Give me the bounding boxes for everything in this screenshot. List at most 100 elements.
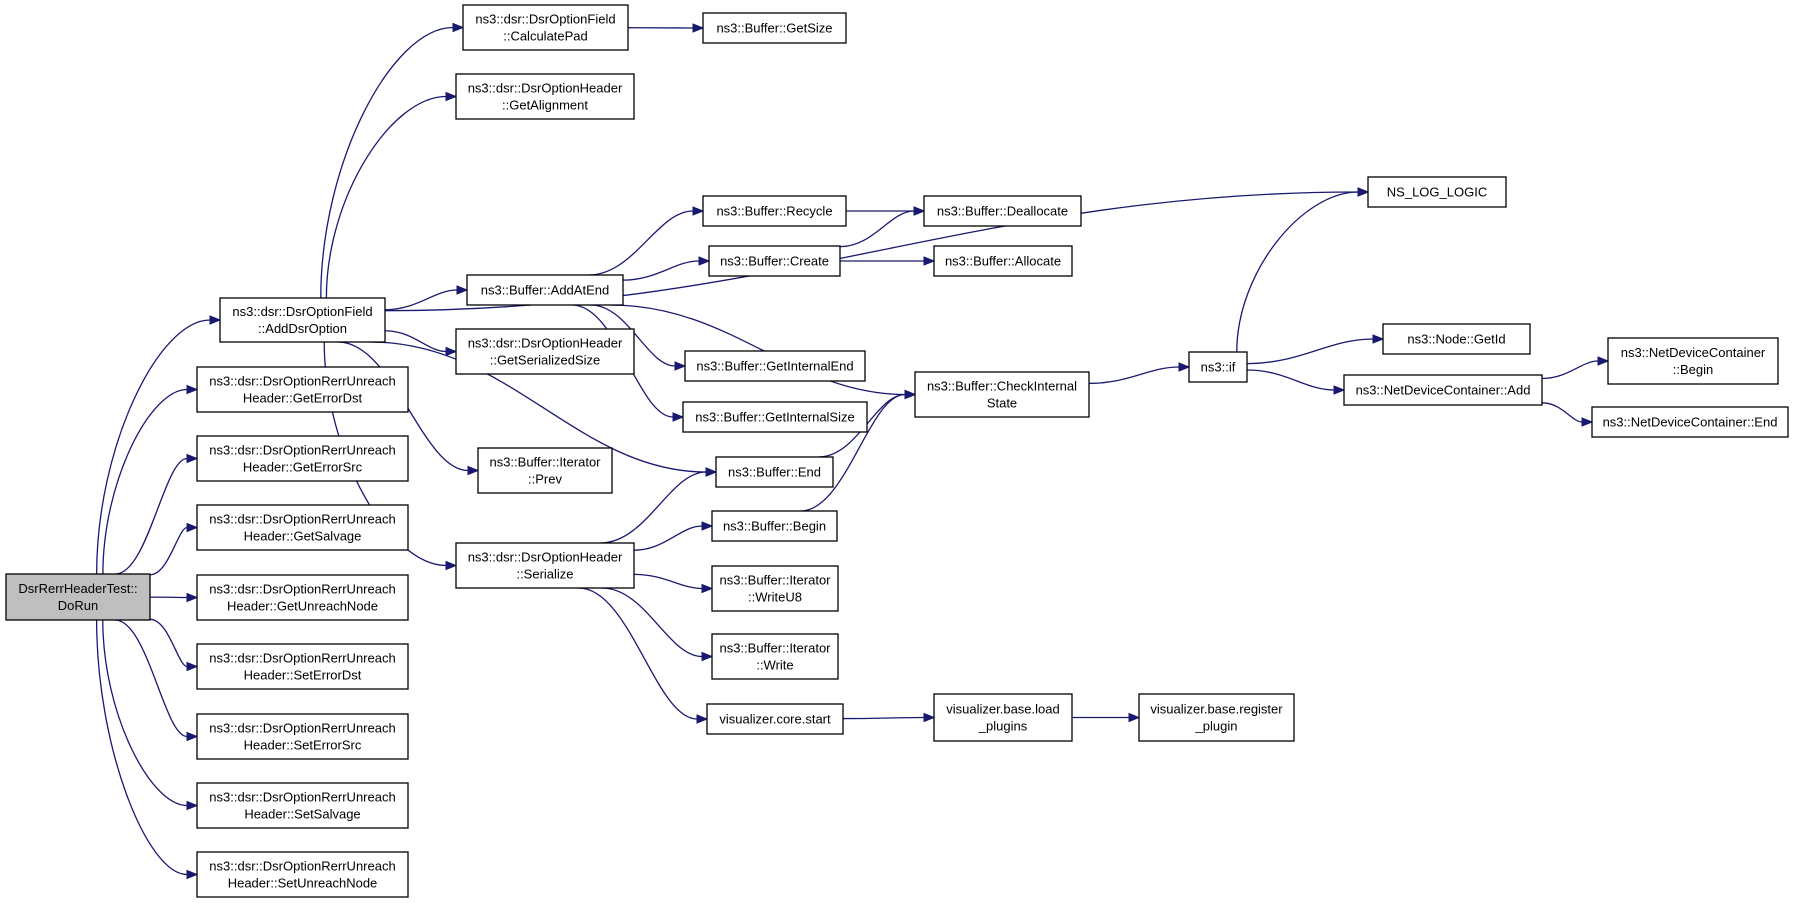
node-nodeGetId[interactable]: ns3::Node::GetId [1382, 323, 1531, 355]
arrowhead [186, 592, 199, 603]
node-box [455, 328, 635, 375]
node-iterWrite[interactable]: ns3::Buffer::Iterator::Write [711, 633, 839, 680]
arrowhead [904, 389, 917, 400]
node-getSerializedSize[interactable]: ns3::dsr::DsrOptionHeader::GetSerialized… [455, 328, 635, 375]
edge-serialize-to-bufBegin [633, 521, 714, 551]
node-label: ns3::dsr::DsrOptionField [475, 12, 615, 27]
edge-checkInternalState-to-nsIf [1088, 362, 1191, 385]
node-ndcAdd[interactable]: ns3::NetDeviceContainer::Add [1343, 374, 1543, 406]
node-getSize[interactable]: ns3::Buffer::GetSize [702, 12, 847, 44]
node-box [196, 504, 409, 551]
node-calculatePad[interactable]: ns3::dsr::DsrOptionField::CalculatePad [462, 4, 629, 51]
node-addDsrOption[interactable]: ns3::dsr::DsrOptionField::AddDsrOption [219, 297, 386, 343]
node-ndcEnd[interactable]: ns3::NetDeviceContainer::End [1591, 406, 1789, 438]
node-setErrorSrc[interactable]: ns3::dsr::DsrOptionRerrUnreachHeader::Se… [196, 713, 409, 760]
node-label: ::CalculatePad [503, 29, 588, 44]
edge-nsIf-to-nodeGetId [1246, 334, 1385, 365]
node-label: Header::GetErrorDst [243, 391, 363, 406]
node-ndcBegin[interactable]: ns3::NetDeviceContainer::Begin [1607, 337, 1779, 385]
node-nsIf[interactable]: ns3::if [1188, 351, 1248, 383]
arrowhead [692, 206, 705, 216]
node-box [1188, 351, 1248, 383]
arrowhead [186, 522, 199, 533]
edge-root-to-setSalvage [102, 619, 199, 811]
arrowhead [705, 467, 718, 477]
node-box [923, 195, 1082, 227]
node-label: ::GetAlignment [502, 98, 588, 113]
node-setErrorDst[interactable]: ns3::dsr::DsrOptionRerrUnreachHeader::Se… [196, 643, 409, 690]
edge-root-to-addDsrOption [95, 315, 222, 575]
node-label: ns3::Node::GetId [1407, 332, 1505, 347]
arrowhead [1128, 712, 1141, 723]
arrowhead [456, 285, 469, 295]
node-label: ns3::dsr::DsrOptionRerrUnreach [209, 859, 395, 874]
edge-create-to-allocate [840, 256, 936, 266]
node-getSalvage[interactable]: ns3::dsr::DsrOptionRerrUnreachHeader::Ge… [196, 504, 409, 551]
node-box [684, 350, 866, 382]
node-label: Header::GetErrorSrc [243, 460, 363, 475]
node-allocate[interactable]: ns3::Buffer::Allocate [933, 245, 1073, 277]
node-root[interactable]: DsrRerrHeaderTest::DoRun [5, 573, 151, 621]
node-create[interactable]: ns3::Buffer::Create [708, 245, 841, 277]
node-getInternalSize[interactable]: ns3::Buffer::GetInternalSize [682, 401, 868, 433]
node-getUnreachNode[interactable]: ns3::dsr::DsrOptionRerrUnreachHeader::Ge… [196, 574, 409, 621]
arrowhead [1333, 385, 1346, 395]
node-label: Header::SetErrorSrc [244, 738, 362, 753]
node-box [1607, 337, 1779, 385]
arrowhead [452, 22, 465, 33]
node-label: ns3::Buffer::Recycle [716, 204, 832, 219]
node-label: ns3::Buffer::Allocate [945, 254, 1061, 269]
node-label: NS_LOG_LOGIC [1387, 185, 1487, 200]
node-getInternalEnd[interactable]: ns3::Buffer::GetInternalEnd [684, 350, 866, 382]
node-iterPrev[interactable]: ns3::Buffer::Iterator::Prev [477, 447, 613, 494]
node-setUnreachNode[interactable]: ns3::dsr::DsrOptionRerrUnreachHeader::Se… [196, 851, 409, 898]
node-loadPlugins[interactable]: visualizer.base.load_plugins [933, 693, 1073, 742]
edge-nsIf-to-ndcAdd [1246, 369, 1346, 395]
node-nsLogLogic[interactable]: NS_LOG_LOGIC [1367, 176, 1507, 208]
node-bufBegin[interactable]: ns3::Buffer::Begin [711, 510, 838, 542]
node-label: ns3::Buffer::GetInternalEnd [696, 359, 853, 374]
node-getAlignment[interactable]: ns3::dsr::DsrOptionHeader::GetAlignment [455, 73, 635, 120]
node-deallocate[interactable]: ns3::Buffer::Deallocate [923, 195, 1082, 227]
edge-bufBegin-to-checkInternalState [800, 389, 917, 512]
edge-serialize-to-writeU8 [633, 573, 714, 594]
edge-root-to-setErrorDst [149, 618, 199, 672]
node-box [933, 245, 1073, 277]
node-box [933, 693, 1073, 742]
node-vizStart[interactable]: visualizer.core.start [706, 703, 844, 735]
edge-addAtEnd-to-getInternalEnd [590, 304, 687, 371]
edge-addDsrOption-to-getSerializedSize [384, 330, 458, 357]
node-getErrorSrc[interactable]: ns3::dsr::DsrOptionRerrUnreachHeader::Ge… [196, 435, 409, 482]
arrowhead [698, 256, 711, 266]
node-recycle[interactable]: ns3::Buffer::Recycle [702, 195, 847, 227]
node-getErrorDst[interactable]: ns3::dsr::DsrOptionRerrUnreachHeader::Ge… [196, 366, 409, 413]
node-label: Header::SetUnreachNode [228, 876, 378, 891]
node-label: ns3::dsr::DsrOptionRerrUnreach [209, 512, 395, 527]
node-box [702, 195, 847, 227]
node-setSalvage[interactable]: ns3::dsr::DsrOptionRerrUnreachHeader::Se… [196, 782, 409, 829]
node-label: Header::GetUnreachNode [227, 599, 378, 614]
arrowhead [913, 206, 926, 216]
arrowhead [701, 521, 714, 531]
node-label: ns3::dsr::DsrOptionRerrUnreach [209, 721, 395, 736]
node-label: visualizer.core.start [719, 712, 831, 727]
node-label: ns3::NetDeviceContainer::End [1603, 415, 1778, 430]
node-label: ns3::Buffer::End [728, 465, 821, 480]
edge-ndcAdd-to-ndcBegin [1541, 356, 1610, 380]
edge-loadPlugins-to-registerPlugin [1072, 712, 1141, 723]
node-writeU8[interactable]: ns3::Buffer::Iterator::WriteU8 [711, 565, 839, 612]
edge-nsIf-to-nsLogLogic [1236, 187, 1370, 353]
node-serialize[interactable]: ns3::dsr::DsrOptionHeader::Serialize [455, 542, 635, 589]
node-label: State [987, 396, 1017, 411]
node-registerPlugin[interactable]: visualizer.base.register_plugin [1138, 693, 1295, 742]
edge-root-to-getErrorDst [102, 384, 199, 575]
edge-root-to-getUnreachNode [149, 592, 199, 603]
node-addAtEnd[interactable]: ns3::Buffer::AddAtEnd [466, 274, 624, 306]
node-label: ns3::Buffer::Create [720, 254, 829, 269]
node-label: ::GetSerializedSize [490, 353, 601, 368]
node-bufEnd[interactable]: ns3::Buffer::End [715, 456, 834, 488]
node-box [682, 401, 868, 433]
edge-addAtEnd-to-recycle [588, 206, 705, 276]
